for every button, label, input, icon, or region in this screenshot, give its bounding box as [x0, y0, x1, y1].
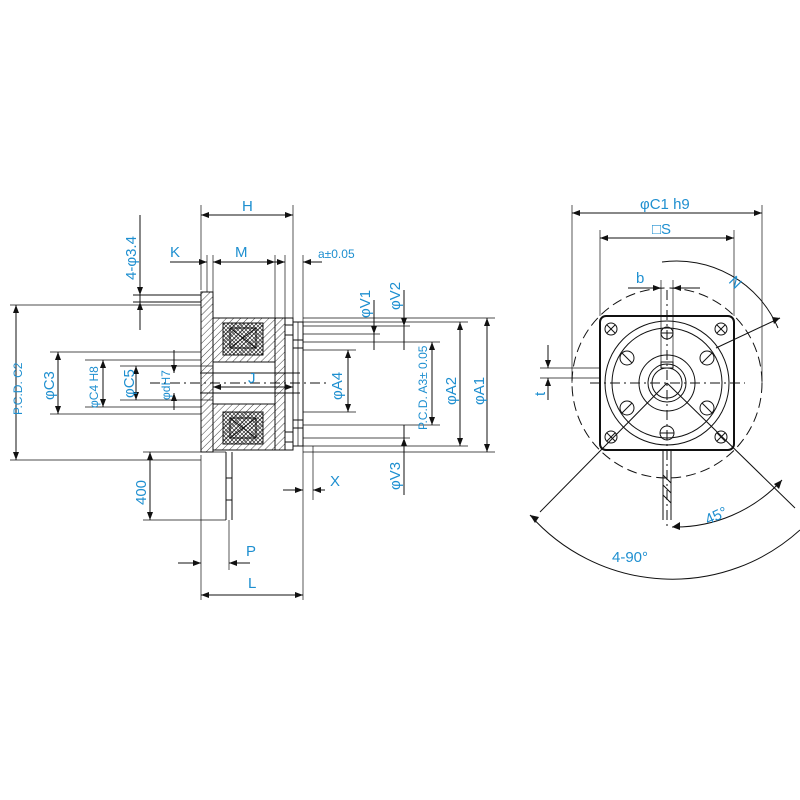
label-L: L: [248, 575, 256, 592]
label-a4: φA4: [329, 372, 346, 400]
label-J: J: [248, 370, 256, 387]
label-K: K: [170, 244, 180, 261]
front-view: φC1 h9 □S b N t 45°: [529, 196, 800, 580]
label-v3: φV3: [387, 462, 404, 490]
arc-90: [529, 514, 800, 580]
label-S: □S: [652, 221, 671, 238]
arc-45: [671, 479, 783, 528]
armature-plate: [274, 317, 286, 451]
label-c4: φC4 H8: [87, 366, 101, 408]
side-view: H K M a±0.05 4-φ3.4 P.C.D. C2: [10, 198, 495, 600]
label-b: b: [636, 270, 644, 287]
label-pcd-a3: P.C.D. A3± 0.05: [416, 345, 430, 430]
label-M: M: [235, 244, 248, 261]
label-pcd-c2: P.C.D. C2: [11, 362, 25, 415]
label-c1: φC1 h9: [640, 196, 690, 213]
corner-screws: [604, 322, 728, 444]
label-X: X: [330, 473, 340, 490]
label-45: 45°: [703, 504, 731, 529]
label-a: a±0.05: [318, 247, 355, 261]
label-P: P: [246, 543, 256, 560]
label-a2: φA2: [443, 377, 460, 405]
label-v1: φV1: [357, 290, 374, 318]
label-c5: φC5: [121, 369, 138, 398]
label-t: t: [532, 391, 549, 396]
label-holes: 4-φ3.4: [123, 236, 140, 280]
label-H: H: [242, 198, 253, 215]
label-c3: φC3: [41, 371, 58, 400]
arc-N: [661, 260, 779, 329]
label-v2: φV2: [387, 282, 404, 310]
friction-plate: [284, 317, 294, 451]
label-a1: φA1: [471, 377, 488, 405]
mounting-flange: [200, 291, 214, 453]
label-N: N: [725, 273, 745, 293]
label-90: 4-90°: [612, 549, 648, 566]
label-d: φdH7: [159, 370, 173, 400]
label-400: 400: [133, 480, 150, 505]
